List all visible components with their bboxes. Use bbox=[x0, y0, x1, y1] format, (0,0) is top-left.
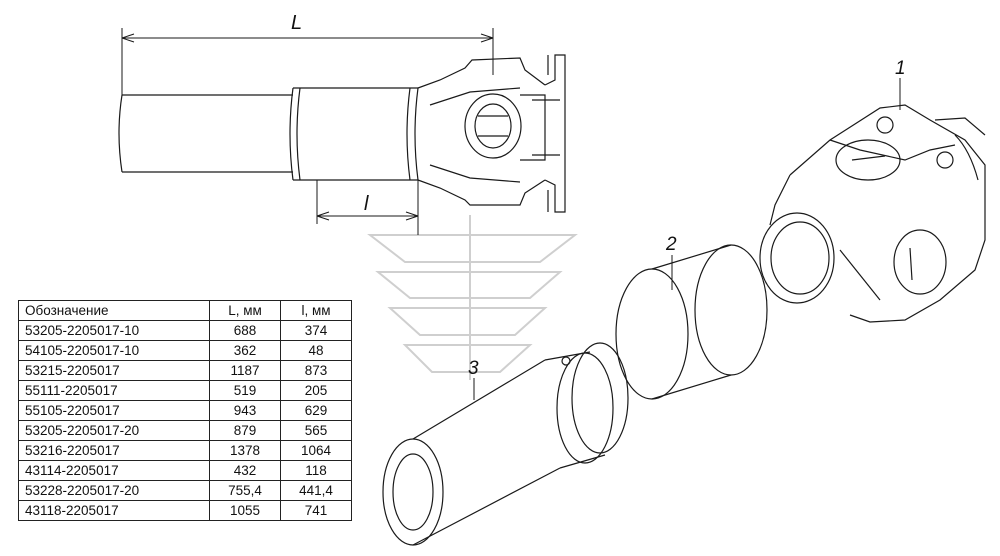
cell-designation: 53216-2205017 bbox=[18, 440, 210, 461]
cell-l: 441,4 bbox=[280, 480, 352, 501]
shaft-assembly-side-view bbox=[118, 54, 566, 213]
cell-designation: 43118-2205017 bbox=[18, 500, 210, 521]
cell-designation: 53215-2205017 bbox=[18, 360, 210, 381]
header-length-l: l, мм bbox=[280, 300, 352, 321]
cell-l: 873 bbox=[280, 360, 352, 381]
part-1-joint-housing bbox=[759, 104, 986, 323]
part-2-sleeve bbox=[615, 244, 768, 400]
cell-designation: 53205-2205017-20 bbox=[18, 420, 210, 441]
cell-L: 519 bbox=[209, 380, 281, 401]
cell-designation: 55111-2205017 bbox=[18, 380, 210, 401]
cell-designation: 43114-2205017 bbox=[18, 460, 210, 481]
cell-L: 432 bbox=[209, 460, 281, 481]
cell-L: 362 bbox=[209, 340, 281, 361]
cell-l: 374 bbox=[280, 320, 352, 341]
cell-l: 1064 bbox=[280, 440, 352, 461]
cell-L: 943 bbox=[209, 400, 281, 421]
specification-table: Обозначение L, мм l, мм 53205-2205017-10… bbox=[18, 300, 352, 521]
cell-designation: 53205-2205017-10 bbox=[18, 320, 210, 341]
part-3-splined-tube bbox=[382, 342, 629, 546]
cell-L: 1378 bbox=[209, 440, 281, 461]
callout-1: 1 bbox=[895, 58, 906, 79]
cell-l: 565 bbox=[280, 420, 352, 441]
table-header-row: Обозначение L, мм l, мм bbox=[18, 300, 352, 321]
cell-designation: 55105-2205017 bbox=[18, 400, 210, 421]
cell-L: 755,4 bbox=[209, 480, 281, 501]
callout-leaders bbox=[473, 78, 901, 400]
cell-L: 879 bbox=[209, 420, 281, 441]
cell-l: 118 bbox=[280, 460, 352, 481]
cell-designation: 54105-2205017-10 bbox=[18, 340, 210, 361]
cell-l: 48 bbox=[280, 340, 352, 361]
dimension-label-L: L bbox=[291, 12, 303, 34]
cell-L: 1055 bbox=[209, 500, 281, 521]
cell-L: 688 bbox=[209, 320, 281, 341]
header-length-L: L, мм bbox=[209, 300, 281, 321]
dimension-lines bbox=[121, 28, 494, 235]
cell-designation: 53228-2205017-20 bbox=[18, 480, 210, 501]
cell-l: 205 bbox=[280, 380, 352, 401]
cell-L: 1187 bbox=[209, 360, 281, 381]
header-designation: Обозначение bbox=[18, 300, 210, 321]
cell-l: 741 bbox=[280, 500, 352, 521]
cell-l: 629 bbox=[280, 400, 352, 421]
callout-2: 2 bbox=[666, 234, 677, 255]
callout-3: 3 bbox=[468, 358, 479, 379]
watermark-logo bbox=[367, 215, 578, 380]
dimension-label-l: l bbox=[364, 193, 369, 215]
